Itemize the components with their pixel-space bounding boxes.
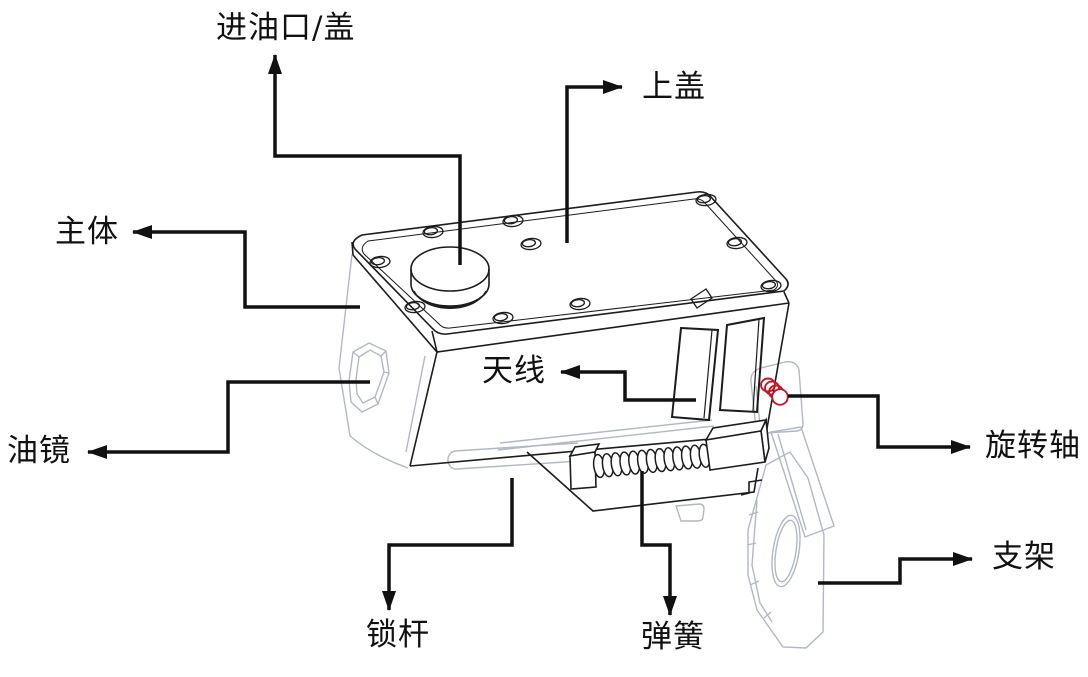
leader-spring xyxy=(640,471,677,616)
spring-assembly xyxy=(568,417,770,490)
leader-oil-sight-glass xyxy=(87,380,370,459)
lock-rod xyxy=(447,442,581,470)
hidden-lines xyxy=(338,253,835,649)
label-top-cover: 上盖 xyxy=(642,69,706,105)
antenna-windows xyxy=(670,316,766,422)
lower-housing xyxy=(526,451,763,512)
left-face-edge xyxy=(338,253,409,469)
label-main-body: 主体 xyxy=(55,214,119,250)
leader-lock-rod xyxy=(382,478,514,611)
pivot-pin-red xyxy=(760,377,789,406)
screw-holes xyxy=(369,193,782,325)
label-antenna: 天线 xyxy=(482,353,546,389)
spring-coils xyxy=(592,443,711,479)
solid-lines xyxy=(351,191,790,512)
oil-sight-hex xyxy=(348,342,390,413)
label-spring: 弹簧 xyxy=(641,619,705,655)
label-rotation-shaft: 旋转轴 xyxy=(985,428,1081,464)
label-bracket: 支架 xyxy=(992,539,1056,575)
label-oil-inlet-cover: 进油口/盖 xyxy=(216,10,356,46)
plate-notch xyxy=(690,288,713,309)
leader-antenna xyxy=(560,365,696,402)
leader-bracket xyxy=(818,552,973,585)
leader-rotation-shaft xyxy=(788,394,971,454)
leader-oil-inlet-cover xyxy=(268,54,462,265)
oil-inlet-cap xyxy=(410,246,490,309)
label-lock-rod: 锁杆 xyxy=(366,617,430,653)
label-oil-sight-glass: 油镜 xyxy=(7,433,71,469)
leader-lines xyxy=(87,54,973,616)
housing-tab xyxy=(675,503,705,522)
top-cover-plate xyxy=(351,191,790,353)
leader-top-cover xyxy=(565,80,623,243)
leader-main-body xyxy=(132,225,360,309)
bracket xyxy=(746,360,835,649)
